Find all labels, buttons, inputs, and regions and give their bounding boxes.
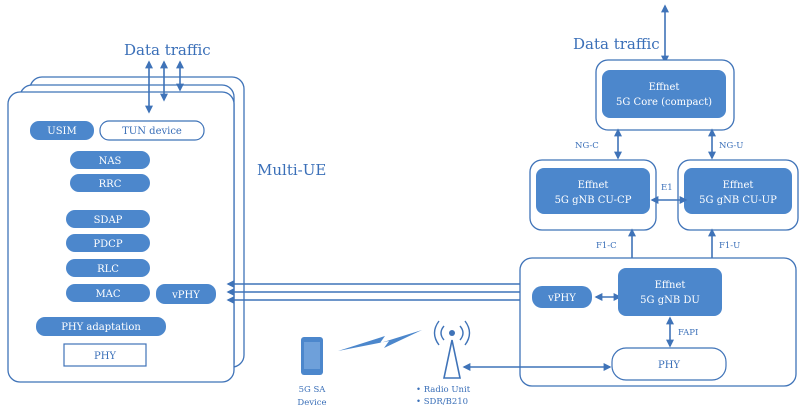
device-label-line2: Device: [297, 398, 326, 408]
ue-phy-block: [63, 343, 147, 367]
rlc-label: RLC: [97, 264, 119, 275]
radio-unit-label: • Radio Unit: [416, 385, 471, 395]
du-block: [618, 268, 722, 316]
gnb-vphy-block: [532, 286, 592, 308]
ue-data-traffic-label: Data traffic: [124, 41, 211, 59]
tun-device-block: [99, 120, 205, 141]
ue-vphy-block: [156, 284, 216, 304]
mac-block: [66, 284, 150, 302]
core-block: [602, 70, 726, 118]
ngu-label: NG-U: [719, 141, 743, 151]
cucp-label-line1: Effnet: [578, 180, 609, 191]
ue-phy-label: PHY: [94, 351, 116, 362]
gnb-vphy-label: vPHY: [547, 293, 576, 304]
gnb-phy-label: PHY: [658, 360, 680, 371]
sdr-label: • SDR/B210: [416, 397, 468, 407]
wireless-bolt-icon: [338, 330, 422, 351]
du-label-line2: 5G gNB DU: [640, 295, 700, 306]
pdcp-block: [66, 234, 150, 252]
cucp-label-line2: 5G gNB CU-CP: [555, 195, 632, 206]
e1-label: E1: [661, 183, 673, 193]
core-label-line2: 5G Core (compact): [616, 97, 712, 108]
core-label-line1: Effnet: [649, 82, 680, 93]
gnb-phy-block: [611, 347, 727, 381]
rrc-label: RRC: [99, 179, 122, 190]
sdap-label: SDAP: [94, 215, 123, 226]
phy-adaptation-label: PHY adaptation: [61, 322, 141, 333]
nas-block: [70, 151, 150, 169]
gnb-data-traffic-label: Data traffic: [573, 35, 660, 53]
ngc-label: NG-C: [575, 141, 599, 151]
usim-block: [30, 121, 94, 140]
f1c-label: F1-C: [596, 241, 617, 251]
phy-adaptation-block: [36, 317, 166, 336]
pdcp-label: PDCP: [93, 239, 122, 250]
rlc-block: [66, 259, 150, 277]
phone-icon: [301, 337, 323, 375]
device-label-line1: 5G SA: [299, 385, 327, 395]
ue-vphy-label: vPHY: [171, 290, 200, 301]
usim-label: USIM: [47, 126, 76, 137]
cuup-block: [684, 168, 792, 214]
cuup-label-line1: Effnet: [723, 180, 754, 191]
multi-ue-label: Multi-UE: [257, 161, 326, 179]
tun-device-label: TUN device: [122, 126, 182, 137]
mac-label: MAC: [95, 289, 120, 300]
f1u-label: F1-U: [719, 241, 740, 251]
radio-antenna-icon: [433, 320, 471, 379]
nas-label: NAS: [99, 156, 122, 167]
sdap-block: [66, 210, 150, 228]
cuup-label-line2: 5G gNB CU-UP: [699, 195, 777, 206]
cucp-block: [536, 168, 650, 214]
fapi-label: FAPI: [678, 328, 698, 338]
rrc-block: [70, 174, 150, 192]
du-label-line1: Effnet: [655, 280, 686, 291]
